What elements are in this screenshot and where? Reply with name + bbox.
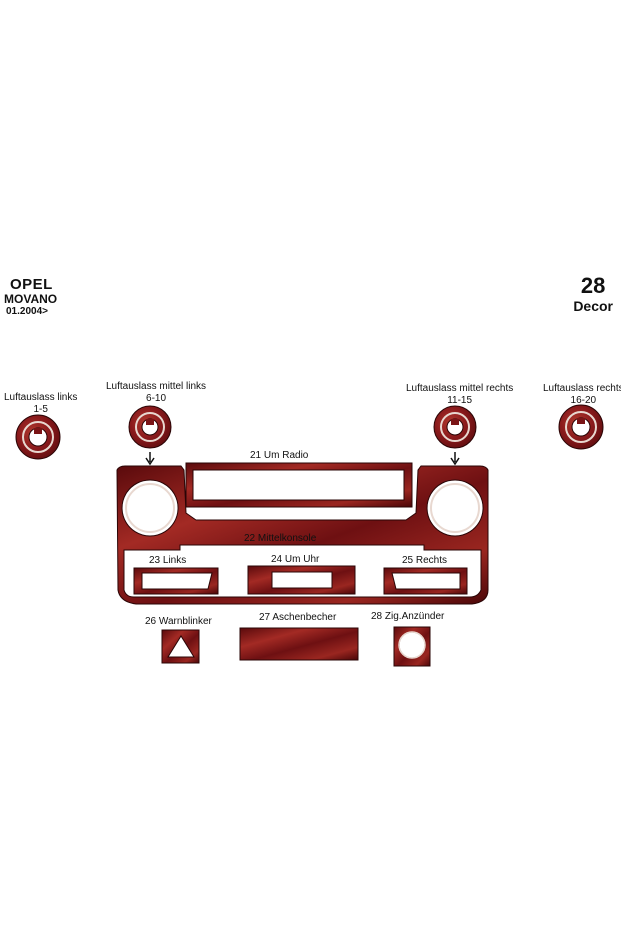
vehicle-make: OPEL [10,276,53,293]
vent-left-label: Luftauslass links 1-5 [4,392,77,416]
left-panel-label: 23 Links [149,555,187,566]
vent-left-name: Luftauslass links [4,392,78,403]
vehicle-year: 01.2004> [6,306,48,317]
vehicle-info: OPEL MOVANO 01.2004> [4,276,57,317]
clock-surround-trim [247,565,356,595]
vent-right-trim [558,404,604,450]
kit-info: 28 Decor [573,273,613,315]
vent-right-name: Luftauslass rechts [543,383,621,394]
kit-style: Decor [573,298,613,314]
vent-center-right-name: Luftauslass mittel rechts [406,383,514,394]
hazard-switch-trim [161,629,200,664]
vent-center-left-range: 6-10 [146,393,167,404]
vent-left-trim [15,414,61,460]
vent-right-label: Luftauslass rechts 16-20 [543,383,621,407]
vent-right-range: 16-20 [570,395,597,406]
lighter-label: 28 Zig.Anzünder [371,611,445,622]
right-panel-trim [383,567,468,595]
clock-label: 24 Um Uhr [271,554,320,565]
lighter-trim [393,626,431,667]
vent-center-right-label: Luftauslass mittel rechts 11-15 [406,383,513,407]
radio-label: 21 Um Radio [250,450,309,461]
right-panel-label: 25 Rechts [402,555,448,566]
hazard-label: 26 Warnblinker [145,616,212,627]
center-console-trim [116,465,489,605]
left-panel-trim [133,567,219,595]
vent-left-range: 1-5 [33,404,48,415]
vent-center-right-range: 11-15 [447,395,473,406]
vent-center-left-trim [128,405,172,466]
piece-count: 28 [580,273,606,298]
ashtray-label: 27 Aschenbecher [259,612,337,623]
center-console-label: 22 Mittelkonsole [244,533,317,544]
radio-surround-trim [185,462,413,508]
ashtray-trim [239,627,359,661]
vent-center-left-name: Luftauslass mittel links [106,381,207,392]
vent-center-left-label: Luftauslass mittel links 6-10 [106,381,206,405]
vehicle-model: MOVANO [4,292,58,306]
vent-center-right-trim [433,405,477,466]
